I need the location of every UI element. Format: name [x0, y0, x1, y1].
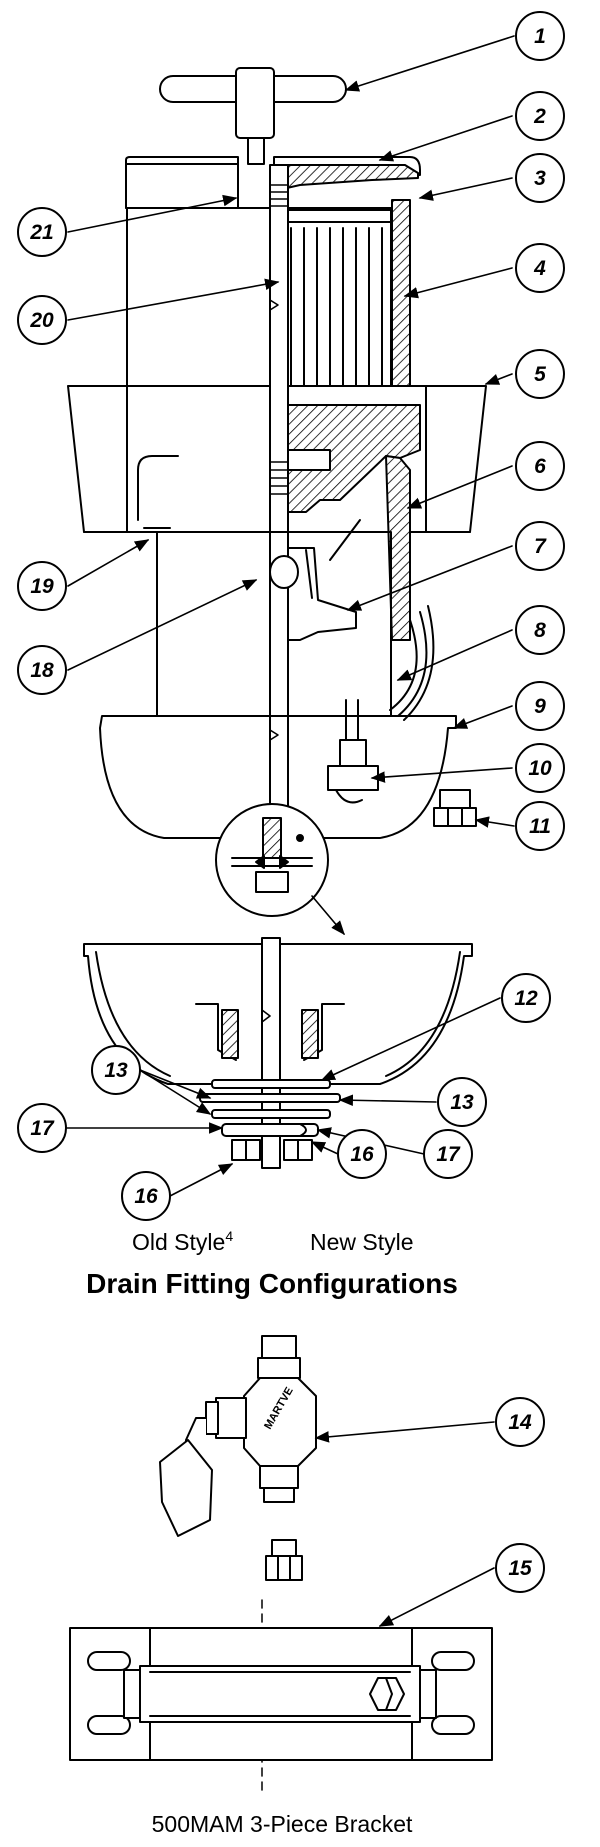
callout-13-right: 13 — [437, 1077, 487, 1127]
svg-text:21: 21 — [29, 221, 53, 244]
svg-text:5: 5 — [534, 363, 546, 386]
callout-19: 19 — [17, 561, 67, 611]
caption-new-style: New Style — [310, 1229, 414, 1255]
callout-4: 4 — [515, 243, 565, 293]
captions: Old Style4 New Style Drain Fitting Confi… — [86, 1228, 458, 1837]
callout-1: 1 — [515, 11, 565, 61]
magnifier-circle — [215, 803, 329, 917]
filter-element — [278, 209, 392, 409]
svg-text:2: 2 — [533, 105, 546, 128]
callout-10: 10 — [515, 743, 565, 793]
svg-text:17: 17 — [30, 1117, 55, 1140]
svg-text:20: 20 — [29, 309, 54, 332]
wire-connector — [327, 605, 435, 804]
filter-assembly — [67, 67, 487, 917]
callout-13-left: 13 — [91, 1045, 141, 1095]
caption-bracket: 500MAM 3-Piece Bracket — [152, 1811, 413, 1837]
callout-2: 2 — [515, 91, 565, 141]
svg-text:18: 18 — [30, 659, 54, 682]
svg-text:16: 16 — [134, 1185, 158, 1208]
callout-7: 7 — [515, 521, 565, 571]
callout-17-right: 17 — [423, 1129, 473, 1179]
callout-16-right: 16 — [337, 1129, 387, 1179]
svg-text:16: 16 — [350, 1143, 374, 1166]
callout-8: 8 — [515, 605, 565, 655]
section-title: Drain Fitting Configurations — [86, 1268, 458, 1299]
svg-text:15: 15 — [508, 1557, 532, 1580]
callout-5: 5 — [515, 349, 565, 399]
svg-text:10: 10 — [528, 757, 552, 780]
svg-text:3: 3 — [534, 167, 546, 190]
drain-fitting-detail — [83, 937, 473, 1169]
callout-14: 14 — [495, 1397, 545, 1447]
callout-15: 15 — [495, 1543, 545, 1593]
check-valve — [269, 519, 361, 641]
callouts: 1 2 3 4 5 6 7 8 9 10 11 12 13 13 16 16 1… — [17, 11, 565, 1593]
bracket — [69, 1599, 493, 1797]
callout-16-left: 16 — [121, 1171, 171, 1221]
footnote-marker: 4 — [225, 1228, 233, 1244]
callout-6: 6 — [515, 441, 565, 491]
svg-text:4: 4 — [533, 257, 546, 280]
svg-text:13: 13 — [104, 1059, 128, 1082]
svg-text:7: 7 — [534, 535, 547, 558]
loose-fitting — [433, 789, 477, 827]
svg-text:6: 6 — [534, 455, 546, 478]
svg-text:11: 11 — [529, 815, 551, 838]
svg-text:14: 14 — [508, 1411, 532, 1434]
svg-text:9: 9 — [534, 695, 546, 718]
leader-lines — [65, 35, 515, 1627]
callout-3: 3 — [515, 153, 565, 203]
callout-21: 21 — [17, 207, 67, 257]
drain-valve: MARTVE — [159, 1335, 317, 1581]
svg-text:8: 8 — [534, 619, 546, 642]
callout-9: 9 — [515, 681, 565, 731]
caption-old-style: Old Style4 — [132, 1228, 233, 1255]
callout-18: 18 — [17, 645, 67, 695]
callout-12: 12 — [501, 973, 551, 1023]
svg-text:1: 1 — [534, 25, 546, 48]
svg-text:12: 12 — [514, 987, 538, 1010]
center-shaft — [269, 164, 289, 806]
svg-text:13: 13 — [450, 1091, 474, 1114]
svg-text:17: 17 — [436, 1143, 461, 1166]
callout-20: 20 — [17, 295, 67, 345]
callout-11: 11 — [515, 801, 565, 851]
callout-17-left: 17 — [17, 1103, 67, 1153]
svg-text:19: 19 — [30, 575, 54, 598]
t-handle — [159, 67, 347, 165]
